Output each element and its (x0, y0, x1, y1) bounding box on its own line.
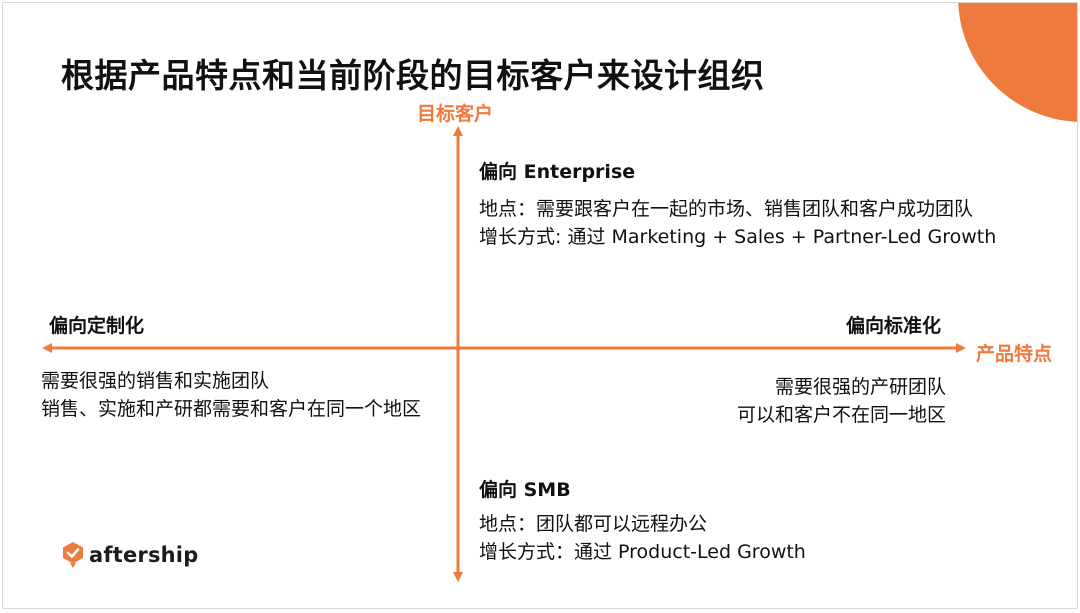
quadrant-left-line: 销售、实施和产研都需要和客户在同一个地区 (41, 398, 422, 420)
quadrant-axes (42, 126, 966, 582)
quadrant-right-line: 可以和客户不在同一地区 (736, 404, 946, 426)
quadrant-top-title: 偏向 Enterprise (479, 161, 636, 183)
quadrant-top-text: 地点：需要跟客户在一起的市场、销售团队和客户成功团队 增长方式: 通过 Mark… (479, 195, 996, 251)
quadrant-left-title: 偏向定制化 (49, 315, 145, 337)
quadrant-right-line: 需要很强的产研团队 (774, 376, 946, 398)
quadrant-left-text: 需要很强的销售和实施团队 销售、实施和产研都需要和客户在同一个地区 (41, 367, 421, 423)
quadrant-top-line: 增长方式: 通过 Marketing + Sales + Partner-Led… (479, 226, 997, 248)
aftership-logo-icon (63, 542, 83, 568)
quadrant-bottom-text: 地点：团队都可以远程办公 增长方式：通过 Product-Led Growth (479, 510, 806, 566)
quadrant-bottom-line: 地点：团队都可以远程办公 (479, 513, 708, 535)
x-axis-label: 产品特点 (976, 343, 1053, 365)
y-axis-label: 目标客户 (417, 103, 494, 125)
aftership-logo: aftership (61, 541, 198, 569)
quadrant-top-line: 地点：需要跟客户在一起的市场、销售团队和客户成功团队 (479, 198, 974, 220)
logo-wordmark: aftership (89, 543, 199, 567)
quadrant-bottom-title: 偏向 SMB (479, 479, 571, 501)
quadrant-left-line: 需要很强的销售和实施团队 (41, 370, 270, 392)
slide-title: 根据产品特点和当前阶段的目标客户来设计组织 (61, 56, 765, 95)
quadrant-right-text: 需要很强的产研团队 可以和客户不在同一地区 (737, 373, 946, 429)
quadrant-right-title: 偏向标准化 (846, 315, 942, 337)
quadrant-bottom-line: 增长方式：通过 Product-Led Growth (479, 541, 806, 563)
